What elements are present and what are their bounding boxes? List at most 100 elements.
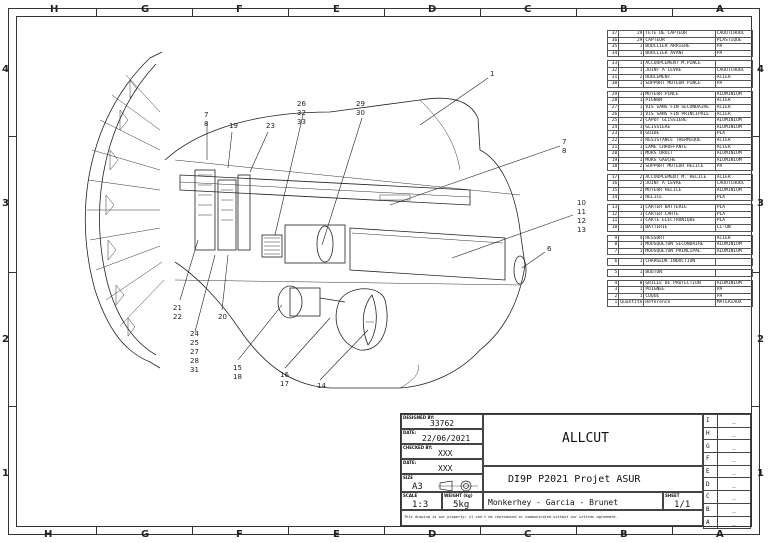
callout-22: 22 [173,313,182,321]
parts-list-cell-qty: 1 [618,143,645,152]
company-name: ALLCUT [562,431,609,446]
weight-label: WEIGHT (kg) [444,493,473,498]
parts-list-cell-qty: 1 [618,150,645,158]
parts-list-cell-designation: RESISTANCE THERMIQUE [643,136,716,145]
parts-list-cell-item: 36 [606,36,620,45]
parts-list-cell-item: 34 [606,49,620,58]
parts-list-cell-item: 18 [606,163,620,171]
parts-list-cell-item: 30 [606,80,620,88]
parts-list-cell-designation: ROULEMENT [643,73,716,82]
parts-list-cell-designation: Référence [643,299,716,307]
callout-10: 10 [577,199,586,207]
parts-list-cell-designation: LAME CHAUFFANTE [643,143,716,152]
parts-list-cell-material: ALUMINIUM [714,117,754,125]
revision-letter: A [703,515,718,530]
company-cell: ALLCUT [483,414,703,466]
scale-cell: SCALE 1:3 [401,492,442,510]
zone-letter-bottom: B [620,529,628,540]
parts-list-cell-qty: 1 [618,258,645,266]
sheet-value: 1/1 [674,500,691,510]
parts-list-cell-item: 2 [606,292,620,301]
parts-list-cell-qty: 1 [618,43,645,51]
leader-lines [179,77,574,381]
zone-letter-bottom: G [141,529,150,540]
checked-by-cell: CHECKED BY: XXX [401,444,483,459]
parts-list-cell-item: 22 [606,136,620,145]
parts-list-cell-material: ALUMINIUM [714,187,754,195]
parts-list-cell-qty: 29 [618,36,645,45]
parts-list-cell-qty: 1 [618,241,645,249]
revision-letter: D [703,477,718,492]
zone-number-left: 2 [2,334,9,345]
parts-list-cell-designation: MOUSQUETON PRINCIPAL [643,247,716,256]
zone-letter-top: B [620,4,628,15]
parts-list-cell-qty: 2 [618,187,645,195]
parts-list-cell-qty: 8 [618,279,645,288]
parts-list-cell-qty: 1 [618,60,645,68]
parts-list-cell-qty: 1 [618,123,645,132]
parts-list-cell-item: 31 [606,73,620,82]
parts-list-cell-item: 23 [606,130,620,138]
zone-letter-bottom: F [236,529,243,540]
parts-list-cell-item: 24 [606,123,620,132]
callout-7b: 7 [562,138,566,146]
callout-16: 16 [280,371,289,379]
designed-by-label: DESIGNED BY: [403,415,435,420]
callout-13: 13 [577,226,586,234]
parts-list-cell-item: 15 [606,187,620,195]
parts-list-cell-qty: 1 [618,110,645,119]
parts-list-cell-qty: Quantité [618,299,645,307]
parts-list-cell-item: 27 [606,103,620,112]
zone-letter-bottom: D [428,529,437,540]
parts-list-cell-designation: BATTERIE [643,224,716,232]
parts-list-cell-designation: JOINT A LEVRE [643,180,716,189]
protective-grille [84,51,165,369]
propeller-motor [277,285,346,319]
parts-list-cell-material: ALUMINIUM [714,123,754,132]
revision-table: I_H_G_F_E_D_C_B_A_ [703,414,751,530]
zone-letter-top: F [236,4,243,15]
zone-letter-bottom: H [44,529,53,540]
revision-letter: B [703,502,718,517]
parts-list-spacer [607,254,753,260]
slider-rail [179,174,471,206]
parts-list-cell-material: ALUMINIUM [714,150,754,158]
size-label: SIZE [403,475,414,480]
parts-list-cell-designation: POIGNEE [643,286,716,294]
parts-list-cell-material: ACIER [714,234,754,243]
parts-list-cell-material: ACIER [714,143,754,152]
parts-list-cell-designation: MOUSQUETON SECONDAIRE [643,241,716,249]
parts-list-cell-material: ACIER [714,103,754,112]
revision-mark: _ [717,464,751,479]
parts-list-cell-item: 1 [606,299,620,307]
revision-row: I_ [703,414,751,428]
designed-by-cell: DESIGNED BY: 33762 [401,414,483,429]
revision-mark: _ [717,502,751,517]
parts-list-cell-designation: CARTE ELECTRONIQUE [643,217,716,226]
revision-mark: _ [717,452,751,466]
zone-letter-top: A [716,4,724,15]
callout-7: 7 [204,111,208,119]
parts-list-spacer [607,230,753,236]
parts-list-cell-designation: ACCOUPLEMENT M.PINCE [643,60,716,68]
parts-list-cell-designation: MOTEUR HELICE [643,187,716,195]
parts-list-cell-item: 16 [606,180,620,189]
revision-row: A_ [703,515,751,530]
weight-value: 5kg [453,500,470,510]
parts-list-spacer [607,86,753,92]
parts-list-cell-designation: GRILLE DE PROTECTION [643,279,716,288]
